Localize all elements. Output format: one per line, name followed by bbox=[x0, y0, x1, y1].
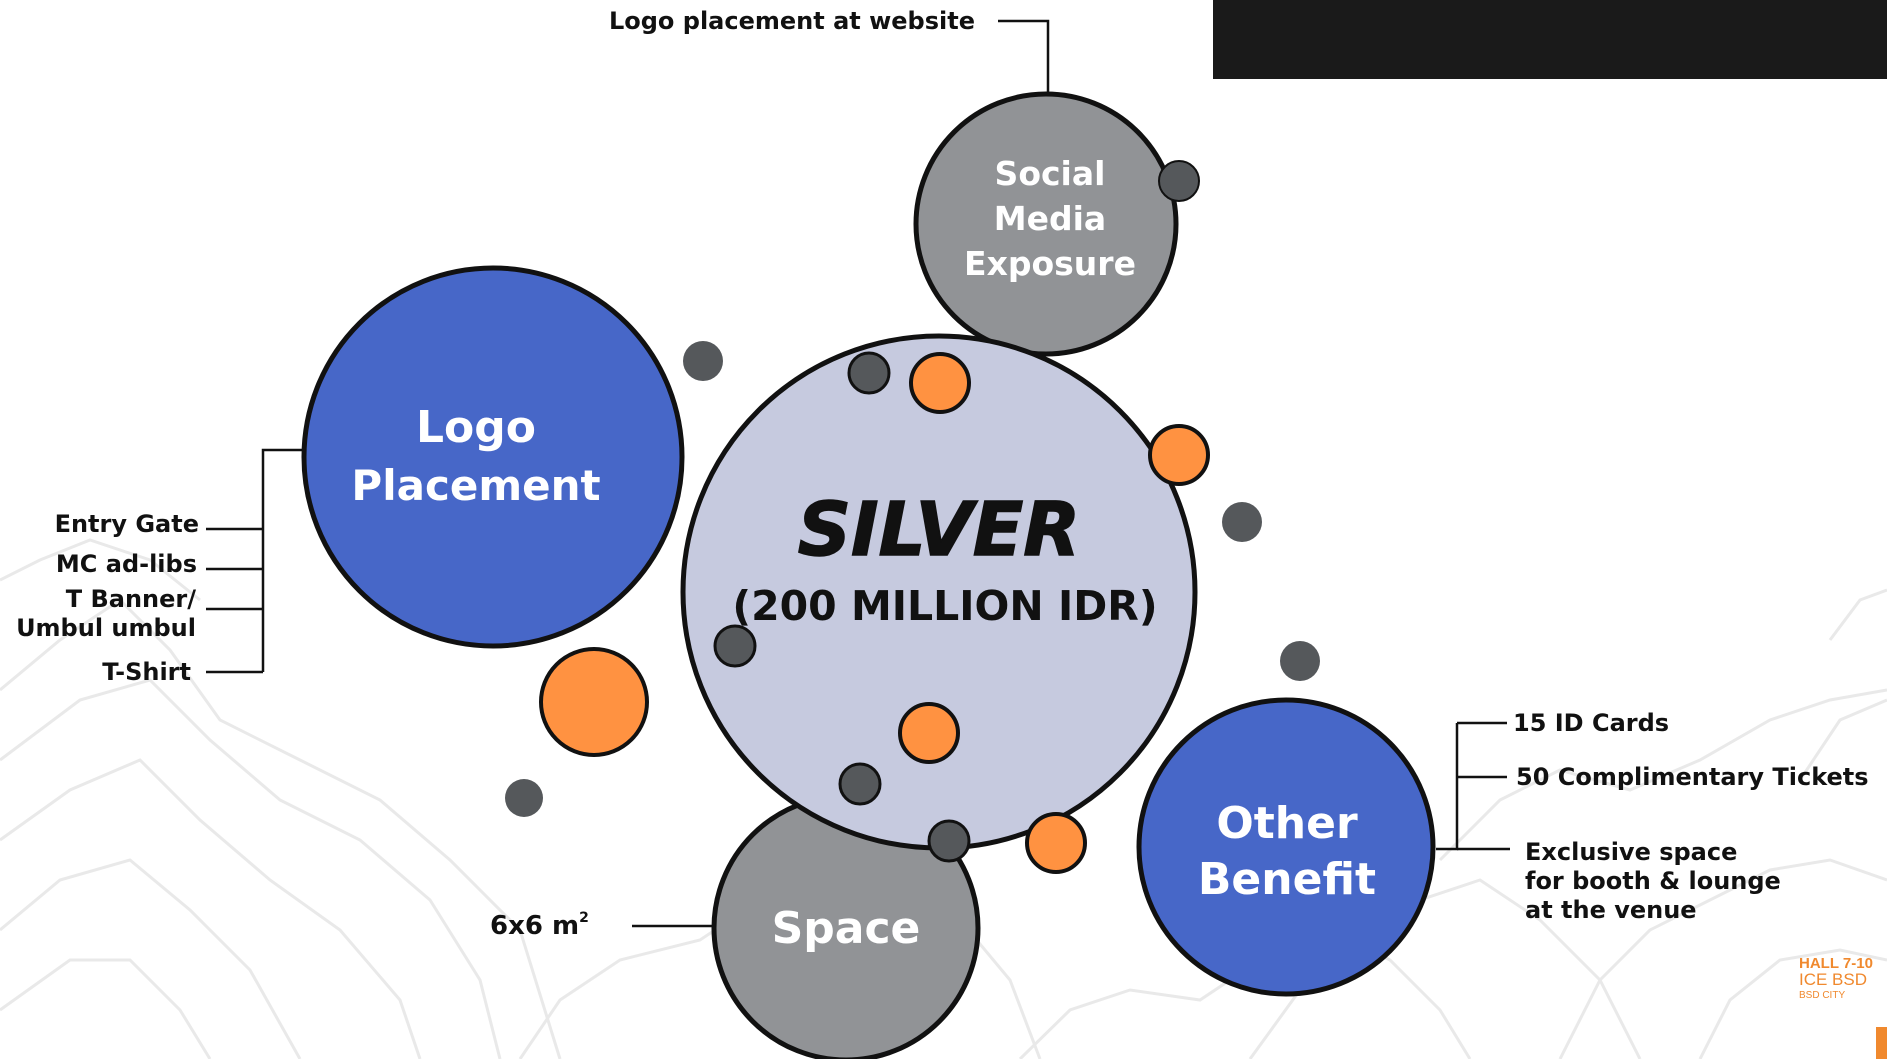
space-size-label: 6x6 m2 bbox=[490, 910, 589, 941]
contour-line bbox=[0, 958, 212, 1059]
connector-social-website bbox=[998, 19, 1050, 100]
dark-dot bbox=[1158, 160, 1200, 202]
other-benefit-title-line2: Benefit bbox=[1198, 854, 1376, 905]
space-size-value: 6x6 m bbox=[490, 911, 579, 941]
orange-dot bbox=[1025, 812, 1087, 874]
logo-placement-title-line1: Logo bbox=[416, 402, 536, 453]
corner-accent-block bbox=[1876, 1027, 1887, 1059]
space-title: Space bbox=[772, 903, 921, 954]
t-banner-label-line2: Umbul umbul bbox=[16, 614, 196, 642]
contour-line bbox=[0, 758, 422, 1059]
decorative-dots bbox=[505, 160, 1320, 874]
silver-price: (200 MILLION IDR) bbox=[732, 582, 1157, 630]
space-size-superscript: 2 bbox=[579, 910, 589, 926]
contour-line bbox=[0, 538, 201, 602]
dark-dot bbox=[1222, 502, 1262, 542]
exclusive-space-label-line2: for booth & lounge bbox=[1525, 867, 1781, 895]
connector-lines bbox=[206, 19, 1510, 928]
dark-dot bbox=[683, 341, 723, 381]
orange-dot bbox=[909, 352, 971, 414]
contour-line bbox=[1828, 588, 1887, 641]
dark-dot bbox=[1280, 641, 1320, 681]
contour-line bbox=[0, 858, 302, 1059]
dark-dot bbox=[927, 819, 971, 863]
social-media-title-line1: Social bbox=[995, 154, 1106, 193]
contour-line bbox=[1798, 698, 1887, 781]
connector-logo-bracket bbox=[261, 448, 302, 672]
top-dark-bar bbox=[1213, 0, 1887, 79]
other-benefit-title-line1: Other bbox=[1216, 798, 1358, 849]
contour-line bbox=[0, 598, 562, 1059]
logo-placement-title-line2: Placement bbox=[351, 461, 600, 510]
contour-line bbox=[0, 678, 502, 1059]
social-media-title-line2: Media bbox=[994, 199, 1106, 238]
silver-title: SILVER bbox=[798, 487, 1081, 573]
corner-logo: HALL 7-10 ICE BSD BSD CITY bbox=[1799, 955, 1887, 1059]
exclusive-space-label-line1: Exclusive space bbox=[1525, 838, 1737, 866]
contour-line bbox=[1438, 688, 1887, 862]
contour-line bbox=[1558, 858, 1887, 1059]
orange-dot bbox=[1148, 424, 1210, 486]
entry-gate-label: Entry Gate bbox=[55, 510, 199, 538]
id-cards-label: 15 ID Cards bbox=[1513, 709, 1669, 737]
corner-logo-line1: HALL 7-10 bbox=[1799, 955, 1873, 972]
other-benefit-bubble bbox=[1136, 697, 1436, 997]
dark-dot bbox=[847, 351, 891, 395]
t-shirt-label: T-Shirt bbox=[102, 658, 191, 686]
social-website-label: Logo placement at website bbox=[609, 7, 975, 35]
mc-adlibs-label: MC ad-libs bbox=[56, 550, 197, 578]
connector-other-bracket bbox=[1436, 723, 1459, 851]
dark-dot bbox=[713, 624, 757, 668]
social-media-bubble bbox=[913, 91, 1179, 357]
orange-dot bbox=[539, 647, 649, 757]
social-media-title-line3: Exposure bbox=[964, 244, 1136, 283]
corner-logo-line2: ICE BSD bbox=[1799, 970, 1867, 989]
logo-placement-bubble bbox=[301, 265, 685, 649]
exclusive-space-label-line3: at the venue bbox=[1525, 896, 1697, 924]
corner-logo-line3: BSD CITY bbox=[1799, 990, 1845, 1001]
background-contour-watermark bbox=[0, 538, 1887, 1059]
t-banner-label-line1: T Banner/ bbox=[66, 585, 197, 613]
dark-dot bbox=[838, 762, 882, 806]
contour-line bbox=[1698, 948, 1887, 1059]
orange-dot bbox=[898, 702, 960, 764]
tickets-label: 50 Complimentary Tickets bbox=[1516, 763, 1869, 791]
dark-dot bbox=[505, 779, 543, 817]
